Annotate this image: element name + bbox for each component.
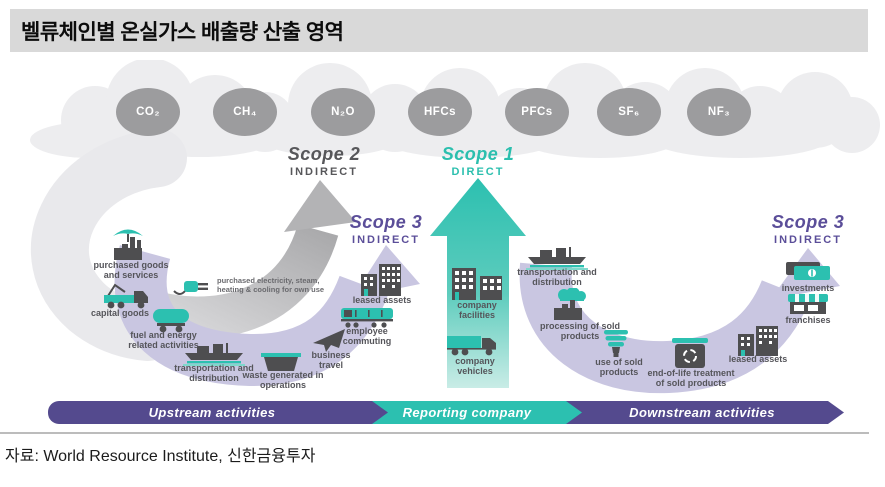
upstream-item-label: purchased goods and services [93, 260, 169, 281]
gas-badge-pfcs: PFCs [505, 88, 569, 136]
gas-badge-n2o: N₂O [311, 88, 375, 136]
delivery-truck-icon [446, 332, 502, 361]
scope2-label: Scope 2 INDIRECT [287, 144, 361, 178]
scope3-downstream-label: Scope 3 INDIRECT [771, 212, 845, 246]
crane-truck-icon [102, 283, 152, 314]
scope3-upstream-label: Scope 3 INDIRECT [349, 212, 423, 246]
upstream-item-label: business travel [311, 350, 351, 371]
upstream-item-label: purchased electricity, steam, heating & … [217, 276, 325, 294]
cargo-ship-icon [526, 246, 588, 275]
downstream-activities-bar: Downstream activities [560, 401, 844, 424]
storefront-icon [786, 292, 830, 321]
downstream-item-label: investments [781, 283, 835, 293]
upstream-item-label: waste generated in operations [242, 370, 324, 391]
lightbulb-icon [601, 328, 631, 363]
upstream-activities-bar: Upstream activities [48, 401, 388, 424]
source-note: 자료: World Resource Institute, 신한금융투자 [5, 448, 316, 465]
money-bills-icon [784, 260, 832, 287]
downstream-item-label: use of sold products [595, 357, 643, 378]
cargo-ship-icon [183, 342, 245, 371]
upstream-item-label: employee commuting [342, 326, 392, 347]
company-item-label: company facilities [457, 300, 497, 321]
waste-container-icon [260, 348, 302, 377]
airplane-icon [311, 327, 347, 358]
upstream-item-label: transportation and distribution [174, 363, 254, 384]
buildings-icon [450, 264, 504, 305]
upstream-item-label: fuel and energy related activities [128, 330, 199, 351]
gas-badge-co2: CO₂ [116, 88, 180, 136]
recycle-bin-icon [670, 336, 710, 373]
gas-badge-ch4: CH₄ [213, 88, 277, 136]
tank-wagon-icon [151, 305, 191, 338]
office-building-icon [359, 262, 403, 301]
gas-badge-sf6: SF₆ [597, 88, 661, 136]
scope1-label: Scope 1 DIRECT [441, 144, 515, 178]
gas-badge-nf3: NF₃ [687, 88, 751, 136]
power-plug-icon [173, 278, 211, 301]
upstream-item-label: capital goods [90, 308, 149, 318]
train-icon [340, 304, 394, 333]
reporting-company-bar: Reporting company [352, 401, 582, 424]
company-item-label: company vehicles [455, 356, 495, 377]
figure-title-bar: 벨류체인별 온실가스 배출량 산출 영역 [10, 9, 868, 52]
office-building-icon [736, 324, 780, 361]
figure-bottom-divider [0, 432, 869, 434]
factory-cloud-icon [548, 287, 592, 327]
downstream-item-label: end-of-life treatment of sold products [647, 368, 735, 389]
downstream-item-label: franchises [785, 315, 831, 325]
downstream-item-label: transportation and distribution [517, 267, 597, 288]
figure-title: 벨류체인별 온실가스 배출량 산출 영역 [21, 20, 344, 44]
factory-umbrella-icon [106, 224, 150, 267]
downstream-item-label: leased assets [728, 354, 788, 364]
downstream-item-label: processing of sold products [539, 321, 620, 342]
upstream-item-label: leased assets [352, 295, 412, 305]
gas-badge-hfcs: HFCs [408, 88, 472, 136]
